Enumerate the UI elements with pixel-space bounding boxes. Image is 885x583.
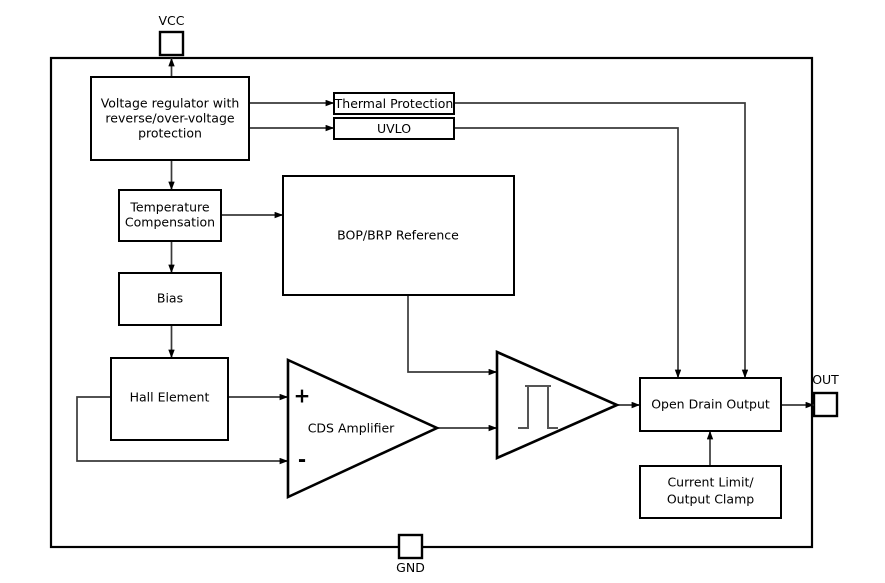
- block-open-drain-output: Open Drain Output: [639, 377, 782, 432]
- wire-uvlo-to-open-drain: [454, 127, 682, 379]
- pin-out: OUT: [812, 372, 839, 418]
- voltage-regulator-box: [90, 76, 250, 161]
- wire-hall-feedback-to-amp-minus: [76, 396, 289, 465]
- block-temperature-compensation: Temperature Compensation: [118, 189, 222, 242]
- block-uvlo: UVLO: [333, 117, 455, 140]
- wire-reference-to-comparator: [407, 295, 498, 376]
- thermal-protection-label: Thermal Protection: [334, 96, 454, 111]
- current-limit-output-clamp-label-line2: Output Clamp: [667, 492, 754, 507]
- block-bop-brp-reference: BOP/BRP Reference: [282, 175, 515, 296]
- block-voltage-regulator: Voltage regulator with reverse/over-volt…: [90, 76, 250, 161]
- block-comparator: [495, 350, 621, 460]
- current-limit-output-clamp-box: [639, 465, 782, 519]
- block-thermal-protection: Thermal Protection: [333, 92, 455, 115]
- gnd-pin-label: GND: [396, 560, 425, 575]
- block-current-limit-output-clamp: Current Limit/ Output Clamp: [639, 465, 782, 519]
- hall-element-box: [110, 357, 229, 441]
- bias-box: [118, 272, 222, 326]
- temperature-compensation-label-line1: Temperature: [129, 200, 209, 215]
- voltage-regulator-label-line2: reverse/over-voltage: [105, 111, 234, 126]
- pin-vcc: VCC: [158, 13, 185, 57]
- chip-boundary: [49, 56, 814, 549]
- bop-brp-reference-label: BOP/BRP Reference: [337, 228, 459, 243]
- pin-gnd: GND: [396, 533, 425, 575]
- open-drain-output-box: [639, 377, 782, 432]
- vcc-pad: [158, 30, 185, 57]
- cds-amplifier-minus-input: -: [298, 448, 306, 472]
- cds-amplifier-label: CDS Amplifier: [308, 421, 395, 436]
- bias-label: Bias: [157, 291, 183, 306]
- uvlo-label: UVLO: [377, 121, 411, 136]
- cds-amplifier-triangle: [286, 357, 441, 500]
- block-hall-element: Hall Element: [110, 357, 229, 441]
- temperature-compensation-box: [118, 189, 222, 242]
- open-drain-output-label: Open Drain Output: [651, 397, 770, 412]
- thermal-protection-box: [333, 92, 455, 115]
- hysteresis-icon: [518, 385, 558, 429]
- comparator-triangle: [495, 350, 621, 460]
- out-pin-label: OUT: [812, 372, 839, 387]
- block-bias: Bias: [118, 272, 222, 326]
- wire-thermal-to-open-drain: [454, 102, 749, 379]
- vcc-pin-label: VCC: [158, 13, 184, 28]
- bop-brp-reference-box: [282, 175, 515, 296]
- gnd-pad: [397, 533, 424, 560]
- temperature-compensation-label-line2: Compensation: [125, 215, 215, 230]
- hall-element-label: Hall Element: [130, 390, 210, 405]
- block-cds-amplifier: + - CDS Amplifier: [286, 357, 441, 500]
- voltage-regulator-label-line1: Voltage regulator with: [101, 96, 240, 111]
- voltage-regulator-label-line3: protection: [138, 126, 202, 141]
- out-pad: [812, 391, 839, 418]
- cds-amplifier-plus-input: +: [294, 384, 311, 408]
- uvlo-box: [333, 117, 455, 140]
- current-limit-output-clamp-label-line1: Current Limit/: [667, 475, 754, 490]
